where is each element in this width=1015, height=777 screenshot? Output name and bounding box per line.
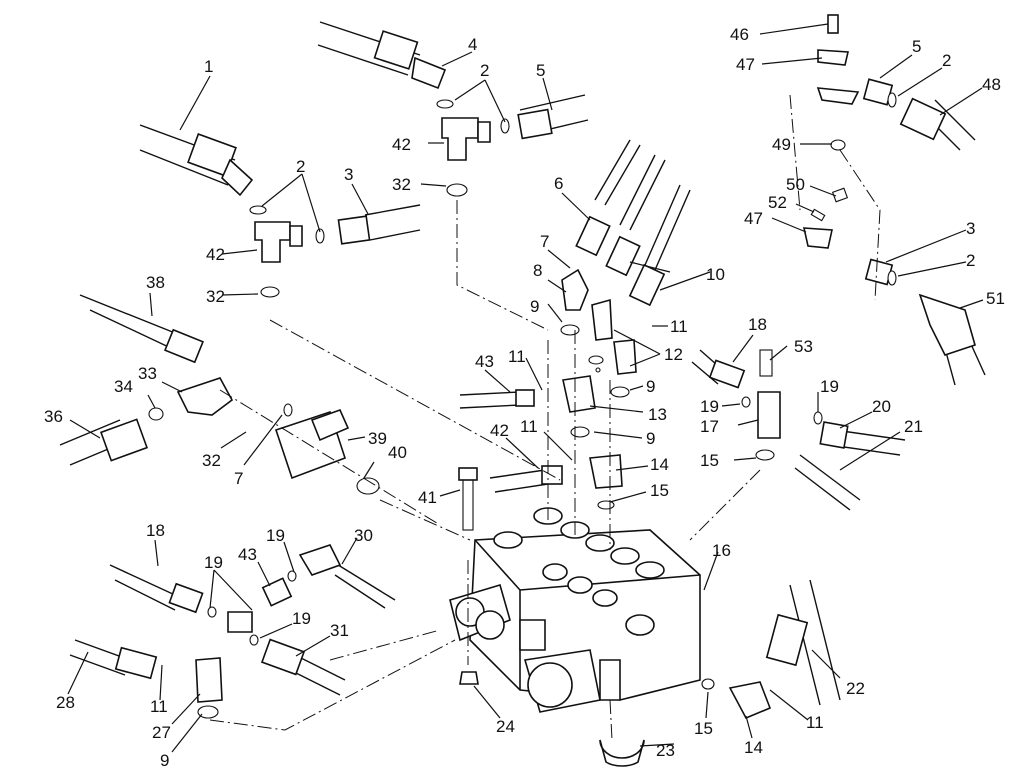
callout-8: 8 — [533, 261, 542, 280]
callout-12: 12 — [664, 345, 683, 364]
callout-15-right: 15 — [700, 451, 719, 470]
callout-19-left-b: 19 — [266, 526, 285, 545]
callout-7-mid: 7 — [540, 232, 549, 251]
callout-1: 1 — [204, 57, 213, 76]
centre-lines — [209, 94, 881, 741]
callout-3-right: 3 — [966, 219, 975, 238]
callout-47-mid: 47 — [744, 209, 763, 228]
callout-48: 48 — [982, 75, 1001, 94]
callout-18-left: 18 — [146, 521, 165, 540]
leader-lines — [67, 23, 984, 753]
callout-11-c: 11 — [520, 417, 538, 436]
callout-14-bottom: 14 — [744, 738, 763, 757]
callout-19-left-a: 19 — [204, 553, 223, 572]
callout-22: 22 — [846, 679, 865, 698]
callout-41: 43 — [475, 352, 494, 371]
callout-11-left: 11 — [150, 697, 168, 716]
control-valve-body — [449, 507, 701, 713]
callout-7-left: 7 — [234, 469, 243, 488]
callout-11-b: 11 — [508, 347, 526, 366]
callout-13: 13 — [648, 405, 667, 424]
callout-9-left: 9 — [160, 751, 169, 770]
callout-19-left-c: 19 — [292, 609, 311, 628]
callout-39: 41 — [418, 488, 437, 507]
callout-19-right-a: 19 — [700, 397, 719, 416]
callout-10: 10 — [706, 265, 725, 284]
callout-9-a: 9 — [530, 297, 539, 316]
callout-52: 52 — [768, 193, 787, 212]
callout-17: 17 — [700, 417, 719, 436]
callout-19-right-b: 19 — [820, 377, 839, 396]
callout-labels: 1 2 3 4 2 5 42 32 42 32 38 33 34 36 32 7… — [44, 25, 1005, 770]
callout-42-top: 42 — [392, 135, 411, 154]
callout-28: 28 — [56, 693, 75, 712]
callout-34: 34 — [114, 377, 133, 396]
callout-42-left: 42 — [206, 245, 225, 264]
callout-50: 50 — [786, 175, 805, 194]
callout-9-b: 9 — [646, 377, 655, 396]
callout-2-right-a: 2 — [942, 51, 951, 70]
callout-36: 38 — [146, 273, 165, 292]
callout-5-top: 5 — [536, 61, 545, 80]
callout-16: 16 — [712, 541, 731, 560]
callout-49: 49 — [772, 135, 791, 154]
callout-2-top: 2 — [480, 61, 489, 80]
callout-20: 20 — [872, 397, 891, 416]
callout-11-a: 11 — [670, 317, 688, 336]
callout-15-mid: 15 — [650, 481, 669, 500]
callout-2-left: 2 — [296, 157, 305, 176]
callout-35: 36 — [44, 407, 63, 426]
callout-27: 27 — [152, 723, 171, 742]
callout-14-mid: 14 — [650, 455, 669, 474]
callout-31: 31 — [330, 621, 349, 640]
callout-53: 53 — [794, 337, 813, 356]
callout-5-right: 5 — [912, 37, 921, 56]
callout-43: 43 — [238, 545, 257, 564]
callout-30: 30 — [354, 526, 373, 545]
callout-2-right-b: 2 — [966, 251, 975, 270]
callout-11-right: 11 — [806, 713, 824, 732]
callout-37: 39 — [368, 429, 387, 448]
hoses — [59, 21, 986, 706]
callout-21: 21 — [904, 417, 923, 436]
callout-6: 6 — [554, 174, 563, 193]
callout-46: 46 — [730, 25, 749, 44]
callout-15-bottom: 15 — [694, 719, 713, 738]
callout-32-mid: 32 — [202, 451, 221, 470]
callout-18-right: 18 — [748, 315, 767, 334]
callout-38: 40 — [388, 443, 407, 462]
callout-9-c: 9 — [646, 429, 655, 448]
callout-40: 42 — [490, 421, 509, 440]
callout-3-left: 3 — [344, 165, 353, 184]
callout-32-top: 32 — [392, 175, 411, 194]
fittings — [148, 14, 897, 767]
callout-23: 23 — [656, 741, 675, 760]
callout-33: 33 — [138, 364, 157, 383]
callout-32-left: 32 — [206, 287, 225, 306]
callout-51: 51 — [986, 289, 1005, 308]
callout-47-top: 47 — [736, 55, 755, 74]
valve-ports — [493, 507, 665, 636]
callout-4: 4 — [468, 35, 477, 54]
callout-24: 24 — [496, 717, 515, 736]
